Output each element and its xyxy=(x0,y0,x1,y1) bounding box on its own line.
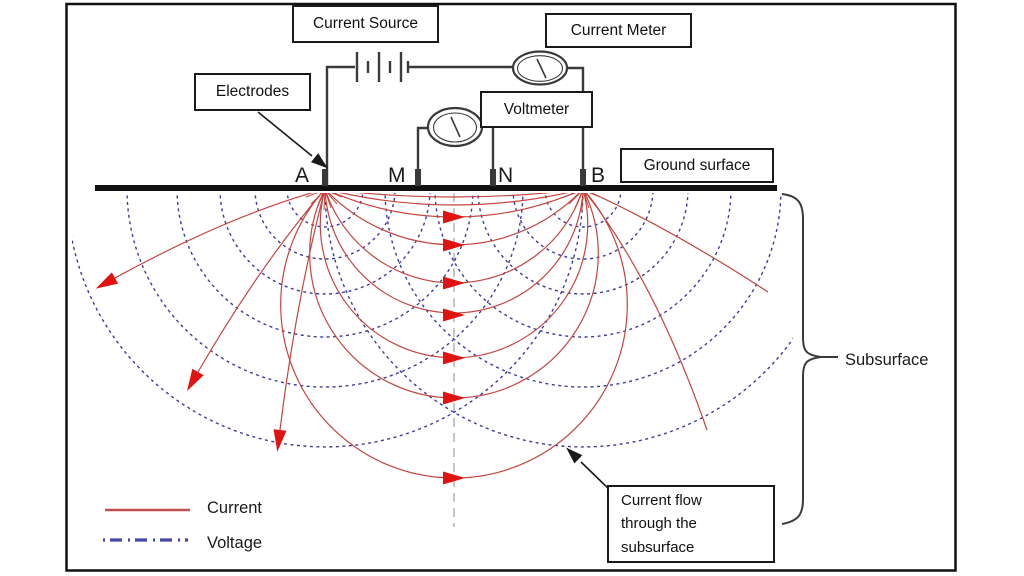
current-flow-pointer-line xyxy=(580,461,613,493)
electrode-b-fan xyxy=(563,193,601,211)
electrode-letter-m: M xyxy=(388,164,406,187)
annotation-arrows xyxy=(257,111,613,493)
current-meter-gauge-icon xyxy=(511,50,569,86)
subsurface-brace xyxy=(781,193,838,525)
diagram-border xyxy=(65,2,957,572)
electrodes-label: Electrodes xyxy=(194,73,311,111)
current-source-label: Current Source xyxy=(292,5,439,43)
voltmeter-gauge-icon xyxy=(426,106,484,148)
electrode-a-fan xyxy=(305,193,343,211)
subsurface-field xyxy=(72,193,793,527)
voltage-equipotential-lines xyxy=(72,193,793,448)
ground-surface-label: Ground surface xyxy=(620,148,774,183)
legend-voltage-text: Voltage xyxy=(207,534,263,552)
current-flow-pointer-arrowhead xyxy=(566,447,583,464)
current-flow-label: Current flow through the subsurface xyxy=(607,485,775,563)
voltmeter-label: Voltmeter xyxy=(480,91,593,128)
electrode-letter-n: N xyxy=(498,164,514,187)
electrode-stubs xyxy=(322,169,586,186)
battery-icon xyxy=(355,52,410,82)
legend-current-text: Current xyxy=(207,499,263,517)
current-flow-lines xyxy=(114,193,769,479)
electrode-letter-b: B xyxy=(591,164,606,187)
electrodes-pointer-arrowhead xyxy=(311,153,328,169)
electrodes-pointer-line xyxy=(257,111,313,157)
current-meter-label: Current Meter xyxy=(545,13,692,48)
subsurface-label: Subsurface xyxy=(845,351,929,369)
electrode-letter-a: A xyxy=(295,164,310,187)
flow-direction-arrows xyxy=(95,210,465,485)
